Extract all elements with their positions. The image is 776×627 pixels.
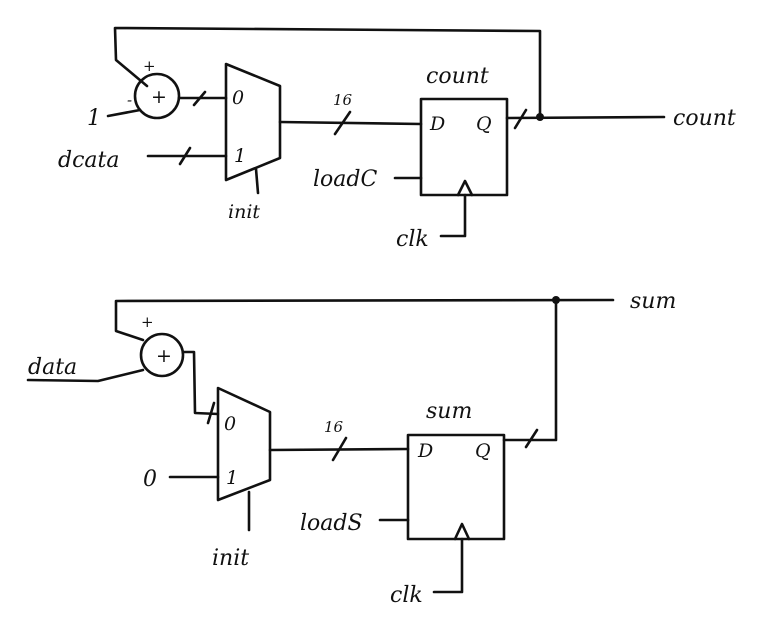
count-q-bus-tick <box>513 108 528 130</box>
count-data-input-label: dcata <box>58 148 119 173</box>
count-16-bus-tick <box>333 110 352 136</box>
count-reg-d-pin: D <box>429 113 445 135</box>
count-datapath: + - + 1 dcata 0 1 init 16 count D Q load… <box>58 26 736 252</box>
count-adder <box>133 72 181 120</box>
sum-mux <box>216 386 272 502</box>
sum-const-zero-label: 0 <box>143 467 157 492</box>
sum-adder-bus-tick <box>206 401 216 425</box>
count-mux-select-label: init <box>228 201 260 223</box>
sum-bus-width-label: 16 <box>324 418 344 436</box>
sum-mux-in0-label: 0 <box>224 413 236 435</box>
count-mux-select-wire <box>254 167 260 195</box>
count-bus-width-label: 16 <box>333 91 353 109</box>
sum-clock-triangle <box>453 522 471 541</box>
count-clk-wire <box>439 193 467 238</box>
sum-reg-d-pin: D <box>417 440 433 462</box>
sum-clk-wire <box>432 537 464 594</box>
sum-data-input-label: data <box>28 355 77 380</box>
sum-clk-label: clk <box>390 583 423 608</box>
count-mux-to-reg-wire <box>278 120 423 126</box>
sum-adder-plus-sign: + <box>141 313 154 331</box>
count-adder-symbol: + <box>151 86 167 108</box>
sum-datapath: + + data 0 0 1 init 16 sum D Q loadS clk… <box>26 289 676 608</box>
count-feedback-wire <box>113 26 542 119</box>
count-adder-plus-sign: + <box>143 57 156 75</box>
sum-q-output-wire <box>502 298 558 442</box>
sum-feedback-wire <box>114 298 615 342</box>
count-clock-triangle <box>456 179 474 197</box>
sum-adder-symbol: + <box>156 345 172 367</box>
sum-register-name: sum <box>426 399 472 424</box>
count-const-one-wire <box>106 108 142 118</box>
sum-adder-to-mux-wire <box>181 350 220 416</box>
sum-mux-in1-label: 1 <box>226 467 238 489</box>
sum-16-bus-tick <box>331 436 348 462</box>
count-reg-q-pin: Q <box>476 113 492 135</box>
sum-data-wire <box>26 368 145 383</box>
count-output-label: count <box>673 106 736 131</box>
sum-q-bus-tick <box>524 428 539 449</box>
sum-reg-q-pin: Q <box>475 440 491 462</box>
count-load-label: loadC <box>313 167 377 192</box>
count-mux <box>224 62 282 182</box>
sum-mux-select-label: init <box>212 546 249 571</box>
sum-adder <box>139 332 185 378</box>
count-const-one-label: 1 <box>87 106 101 131</box>
sum-output-label: sum <box>630 289 676 314</box>
count-adder-minus-sign: - <box>127 91 132 109</box>
sum-load-label: loadS <box>300 511 363 536</box>
count-q-output-wire <box>505 115 666 120</box>
count-mux-in0-label: 0 <box>232 87 244 109</box>
count-mux-in1-label: 1 <box>234 145 246 167</box>
count-data-bus-tick <box>178 146 192 166</box>
count-register-name: count <box>426 64 489 89</box>
count-clk-label: clk <box>396 227 429 252</box>
count-bus-tick <box>192 90 207 107</box>
